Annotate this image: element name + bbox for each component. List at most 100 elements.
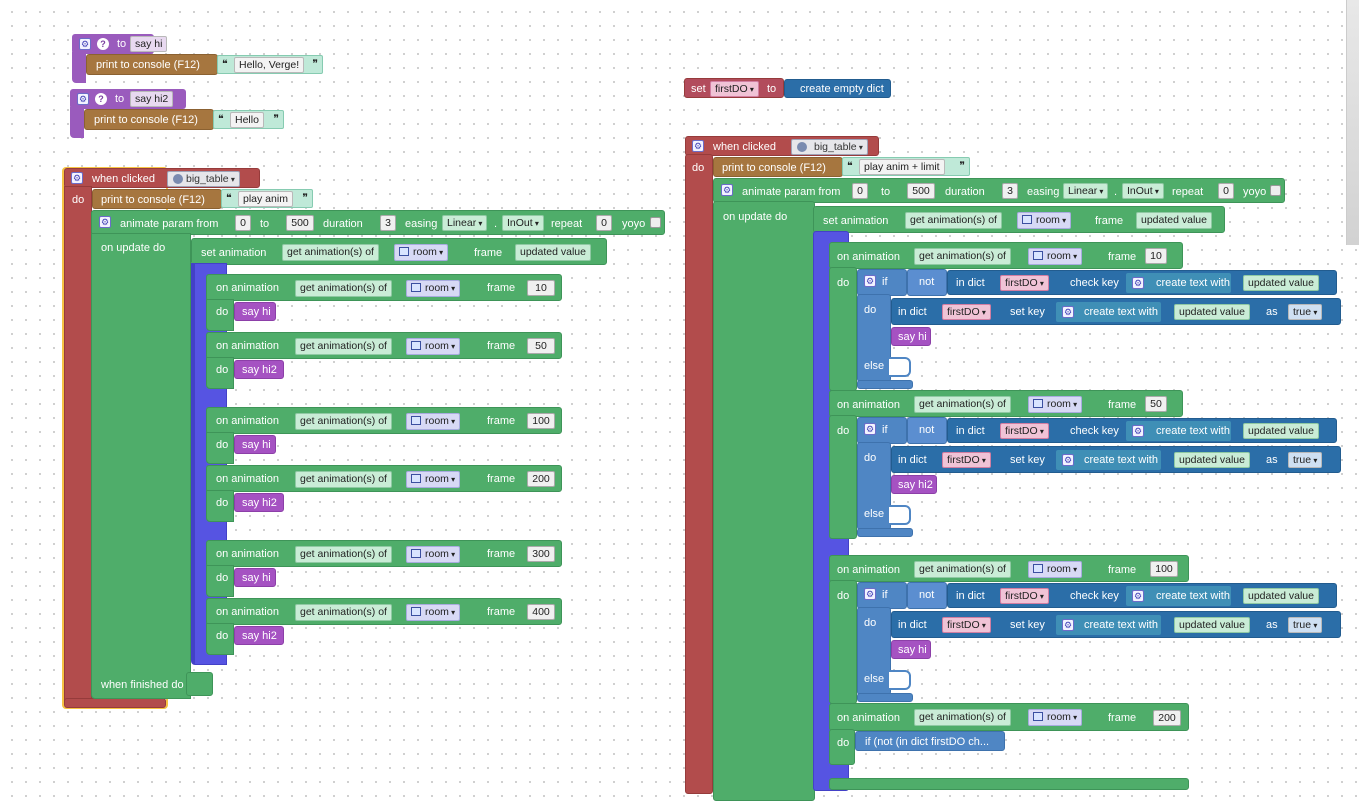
boolean-dropdown[interactable]: true [1288,452,1323,468]
boolean-dropdown[interactable]: true [1288,617,1323,633]
call-procedure-block[interactable]: say hi2 [234,626,284,645]
proc-def-say-hi[interactable]: ⚙ ? to say hi [72,34,168,54]
call-procedure-block[interactable]: say hi [234,435,276,454]
updated-value-var[interactable]: updated value [1136,212,1212,229]
gear-icon[interactable]: ⚙ [79,38,91,50]
get-animation-block[interactable]: get animation(s) of [295,338,392,355]
dict-variable-dropdown[interactable]: firstDO [1000,423,1049,439]
animate-param-block[interactable]: ⚙ animate param from 0 to 500 duration 3… [91,210,665,235]
room-dropdown[interactable]: room [406,280,461,297]
create-text-block[interactable] [1126,273,1231,293]
set-key-block[interactable]: in dict firstDO set key ⚙ create text wi… [891,611,1341,638]
create-empty-dict-block[interactable]: create empty dict [784,79,891,98]
easing-dropdown[interactable]: Linear [1063,183,1109,199]
duration-value[interactable]: 3 [380,215,396,231]
mode-dropdown[interactable]: InOut [502,215,544,231]
gear-icon[interactable]: ⚙ [1132,277,1144,289]
get-animation-block[interactable]: get animation(s) of [905,212,1002,229]
dict-variable-dropdown[interactable]: firstDO [1000,275,1049,291]
string-value[interactable]: Hello, Verge! [234,57,305,73]
updated-value-var[interactable]: updated value [515,244,591,261]
yoyo-checkbox[interactable] [650,217,661,228]
call-procedure-block[interactable]: say hi2 [234,360,284,379]
not-block[interactable]: not [907,582,947,609]
print-block[interactable]: print to console (F12) [713,157,843,177]
from-value[interactable]: 0 [235,215,251,231]
call-procedure-block[interactable]: say hi2 [891,475,937,494]
on-animation-block[interactable]: on animation get animation(s) of room fr… [829,555,1189,582]
set-key-block[interactable]: in dict firstDO set key ⚙ create text wi… [891,298,1341,325]
dict-variable-dropdown[interactable]: firstDO [942,617,991,633]
in-dict-check-block[interactable]: in dict firstDO check key ⚙ create text … [947,270,1337,295]
get-animation-block[interactable]: get animation(s) of [295,471,392,488]
repeat-value[interactable]: 0 [596,215,612,231]
get-animation-block[interactable]: get animation(s) of [295,280,392,297]
mode-dropdown[interactable]: InOut [1122,183,1164,199]
updated-value-var[interactable]: updated value [1243,423,1319,439]
proc-name-field[interactable]: say hi2 [130,91,174,107]
if-block[interactable]: ⚙ if [857,582,907,609]
not-block[interactable]: not [907,269,947,296]
call-procedure-block[interactable]: say hi [234,302,276,321]
get-animation-block[interactable]: get animation(s) of [295,413,392,430]
gear-icon[interactable]: ⚙ [864,423,876,435]
get-animation-block[interactable]: get animation(s) of [914,396,1011,413]
string-literal[interactable]: ❝ Hello, Verge! ❞ [217,55,323,74]
on-animation-block[interactable]: on animation get animation(s) of room fr… [206,332,562,359]
room-dropdown[interactable]: room [1028,561,1083,578]
get-animation-block[interactable]: get animation(s) of [914,561,1011,578]
gear-icon[interactable]: ⚙ [692,140,704,152]
help-icon[interactable]: ? [97,38,109,50]
dict-variable-dropdown[interactable]: firstDO [942,304,991,320]
on-animation-block[interactable]: on animation get animation(s) of room fr… [206,407,562,434]
yoyo-checkbox[interactable] [1270,185,1281,196]
frame-value[interactable]: 50 [1145,396,1167,412]
frame-value[interactable]: 10 [1145,248,1167,264]
call-procedure-block[interactable]: say hi [891,640,931,659]
get-animation-block[interactable]: get animation(s) of [295,604,392,621]
on-animation-block[interactable]: on animation get animation(s) of room fr… [206,465,562,492]
string-literal[interactable]: ❝ play anim ❞ [221,189,313,208]
if-block[interactable]: ⚙ if [857,417,907,444]
string-value[interactable]: play anim [238,191,293,207]
on-animation-block[interactable]: on animation get animation(s) of room fr… [829,703,1189,731]
create-text-block[interactable] [1056,450,1161,470]
not-block[interactable]: not [907,417,947,444]
frame-value[interactable]: 200 [1153,710,1181,726]
call-procedure-block[interactable]: say hi [891,327,931,346]
create-text-block[interactable] [1056,302,1161,322]
proc-def-say-hi2[interactable]: ⚙ ? to say hi2 [70,89,186,109]
string-value[interactable]: play anim + limit [859,159,945,175]
create-text-block[interactable] [1126,586,1231,606]
set-animation-block[interactable]: set animation get animation(s) of room f… [191,238,607,265]
print-block[interactable]: print to console (F12) [86,54,218,75]
room-dropdown[interactable]: room [406,471,461,488]
gear-icon[interactable]: ⚙ [1062,306,1074,318]
gear-icon[interactable]: ⚙ [77,93,89,105]
updated-value-var[interactable]: updated value [1174,617,1250,633]
variable-dropdown[interactable]: firstDO [710,81,759,97]
help-icon[interactable]: ? [95,93,107,105]
dict-variable-dropdown[interactable]: firstDO [1000,588,1049,604]
gear-icon[interactable]: ⚙ [721,184,733,196]
scrollbar[interactable] [1346,0,1359,245]
gear-icon[interactable]: ⚙ [1132,425,1144,437]
set-key-block[interactable]: in dict firstDO set key ⚙ create text wi… [891,446,1341,473]
get-animation-block[interactable]: get animation(s) of [282,244,379,261]
print-block[interactable]: print to console (F12) [92,189,222,209]
if-block[interactable]: ⚙ if [857,269,907,296]
target-dropdown[interactable]: big_table [167,171,240,187]
room-dropdown[interactable]: room [1017,212,1072,229]
room-dropdown[interactable]: room [406,413,461,430]
frame-value[interactable]: 400 [527,604,555,620]
on-animation-block[interactable] [829,778,1189,790]
on-animation-block[interactable]: on animation get animation(s) of room fr… [206,598,562,625]
frame-value[interactable]: 100 [527,413,555,429]
collapsed-if-block[interactable]: if (not (in dict firstDO ch... [855,731,1005,751]
to-value[interactable]: 500 [286,215,314,231]
easing-dropdown[interactable]: Linear [442,215,488,231]
event-when-clicked[interactable]: ⚙ when clicked big_table [64,168,260,188]
to-value[interactable]: 500 [907,183,935,199]
gear-icon[interactable]: ⚙ [1132,590,1144,602]
boolean-dropdown[interactable]: true [1288,304,1323,320]
